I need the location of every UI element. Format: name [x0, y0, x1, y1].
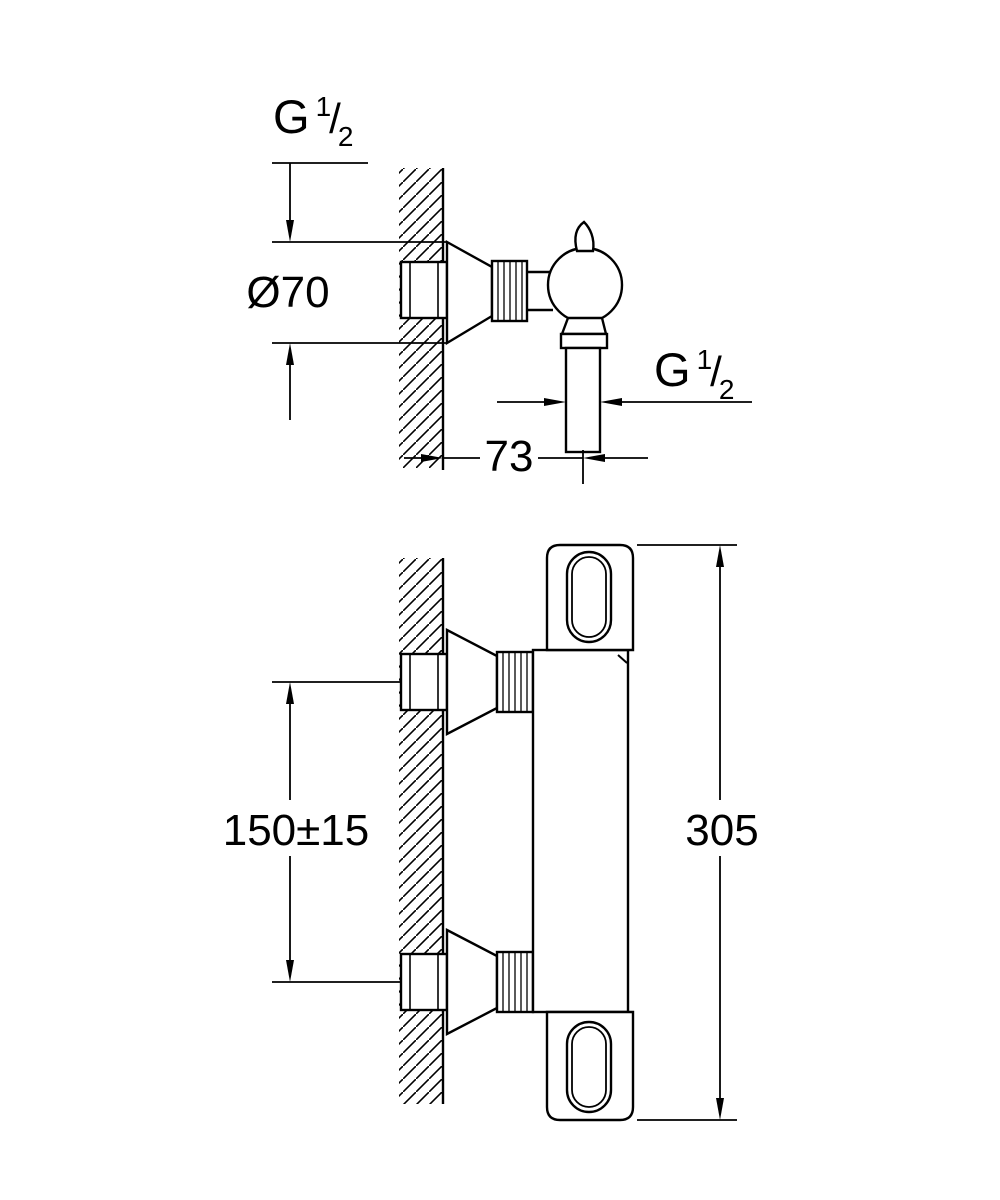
outlet-nut — [559, 332, 609, 350]
body-detail-tick — [617, 654, 628, 664]
arrowhead-down — [286, 220, 294, 242]
grip-oval-outer-top — [565, 550, 613, 644]
dimension-inlet-distance-150: 150±15 — [223, 681, 401, 983]
arrowhead-up — [716, 545, 724, 567]
outlet-neck — [560, 316, 608, 336]
overall-height-label: 305 — [685, 806, 758, 855]
dimension-escutcheon-diameter: Ø70 — [246, 241, 447, 420]
arrowhead-up — [286, 343, 294, 365]
arrowhead-down — [286, 960, 294, 982]
wall-section-front — [399, 558, 445, 1104]
inlet-union-bottom — [399, 928, 535, 1036]
grip-oval-inner-bottom — [571, 1026, 607, 1108]
wall-union-nut — [399, 952, 449, 1012]
knurl-lines — [502, 652, 528, 712]
wall-union-nut — [399, 260, 449, 320]
thermostat-handle-side — [546, 246, 624, 324]
arrowhead-right — [544, 398, 566, 406]
outlet-pipe — [564, 346, 602, 454]
handle-grip-tab — [574, 220, 595, 253]
dimension-wall-to-pipe-73: 73 — [404, 432, 648, 484]
escutcheon-diameter-label: Ø70 — [246, 268, 329, 317]
arrowhead-right — [421, 454, 443, 462]
knurl-lines — [502, 952, 528, 1012]
valve-body-side — [527, 220, 624, 454]
grip-oval-inner-top — [571, 556, 607, 638]
knurl-lines — [497, 261, 523, 321]
front-view: 150±15 305 — [223, 543, 759, 1122]
dimension-overall-height-305: 305 — [637, 544, 759, 1121]
escutcheon-cone — [445, 628, 499, 736]
inlet-distance-label: 150±15 — [223, 806, 370, 855]
arrowhead-down — [716, 1098, 724, 1120]
inlet-union-top — [399, 628, 535, 736]
escutcheon-cone — [445, 239, 494, 346]
arrowhead-up — [286, 682, 294, 704]
wall-union-nut — [399, 652, 449, 712]
depth-73-label: 73 — [485, 432, 534, 481]
arrowhead-left — [600, 398, 622, 406]
body-housing — [531, 648, 630, 1014]
grip-oval-outer-bottom — [565, 1020, 613, 1114]
arrowhead-left — [583, 454, 605, 462]
wall-hatching — [399, 558, 443, 1104]
inlet-union-side — [399, 239, 529, 346]
escutcheon-cone — [445, 928, 499, 1036]
mixer-body-front — [531, 543, 635, 1122]
